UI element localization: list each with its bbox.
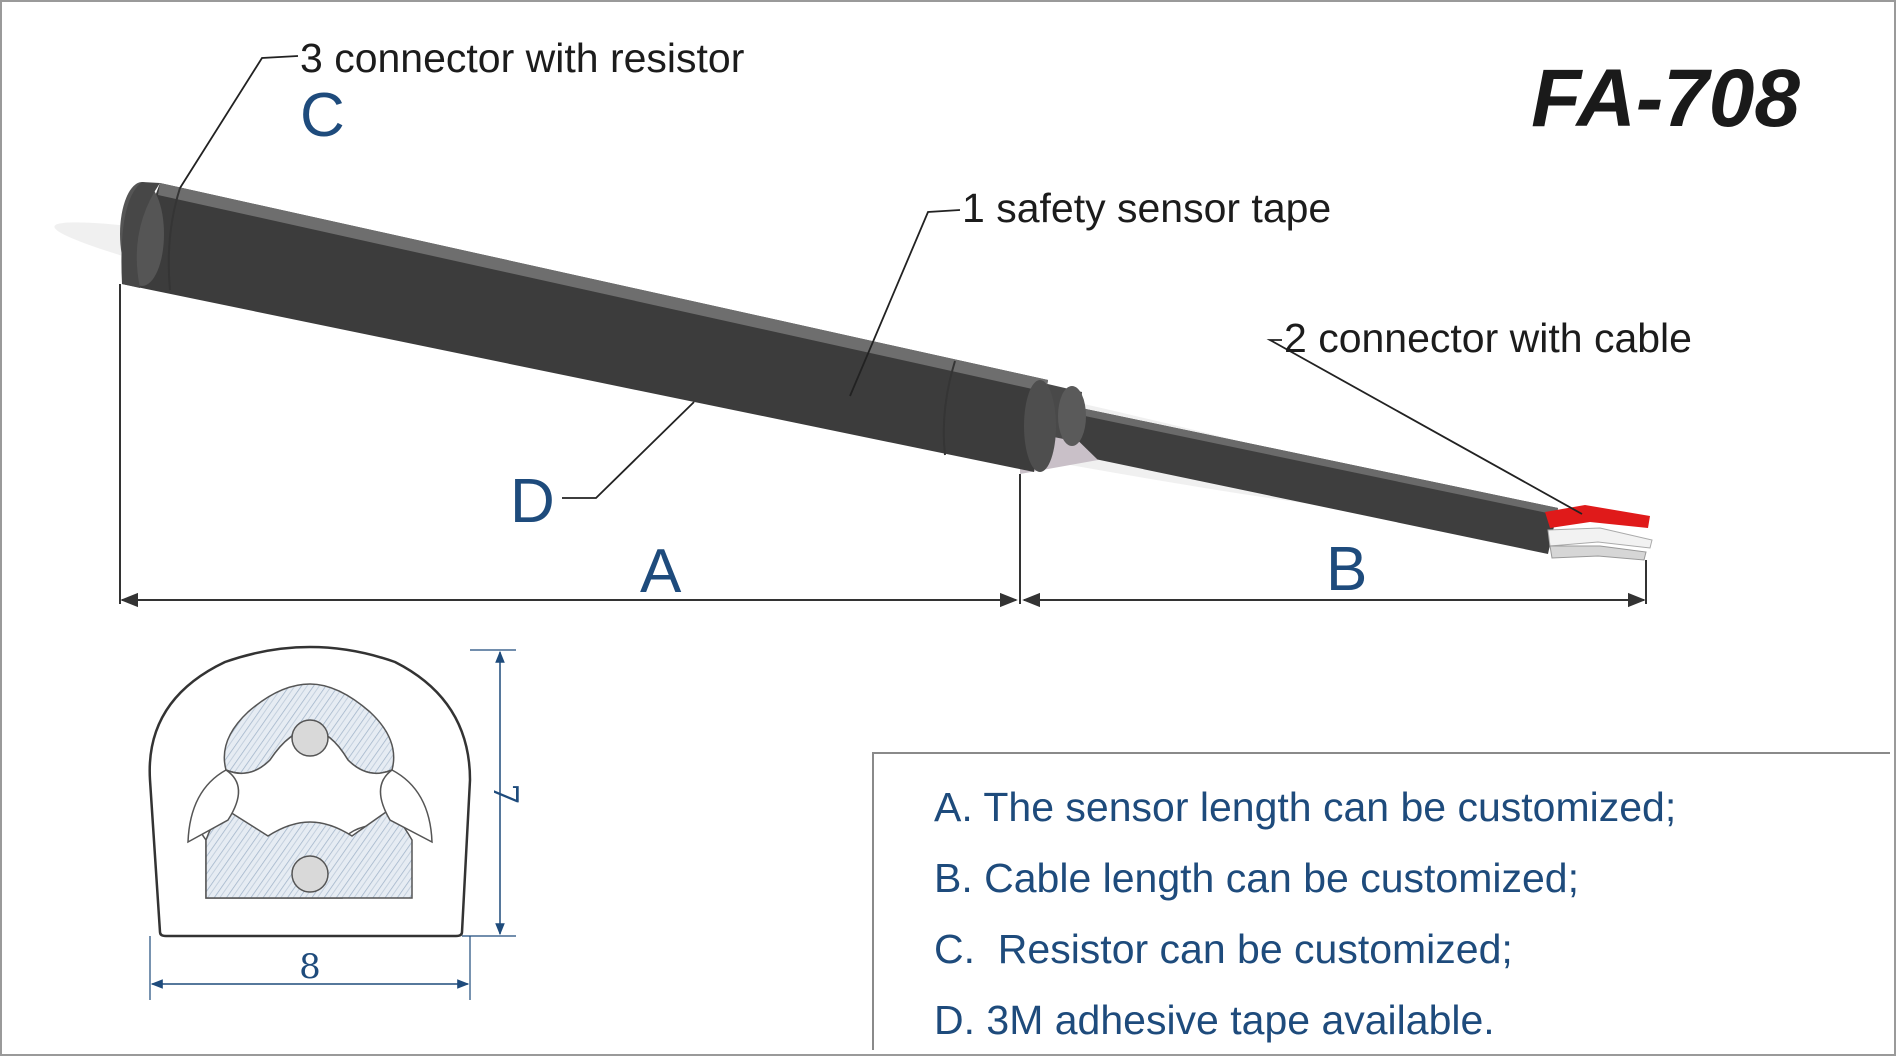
grey-wire	[1549, 545, 1647, 561]
leader-connector-resistor	[179, 55, 299, 189]
section-width-value: 8	[299, 947, 321, 987]
model-number: FA-708	[1531, 53, 1800, 144]
section-lower-wire	[291, 855, 329, 893]
note-cable-length: B. Cable length can be customized;	[934, 855, 1579, 901]
section-upper-wire	[291, 719, 329, 757]
leader-sensor-tape	[849, 209, 961, 397]
leader-adhesive-tape	[562, 401, 695, 499]
dimension-letter-b: B	[1326, 535, 1367, 604]
note-resistor: C. Resistor can be customized;	[934, 926, 1513, 972]
cable	[1052, 404, 1653, 561]
label-sensor-tape: 1 safety sensor tape	[962, 185, 1331, 231]
dimension-letter-a: A	[640, 537, 682, 606]
white-wire	[1547, 527, 1653, 549]
leader-connector-cable	[1266, 339, 1583, 515]
label-connector-cable: 2 connector with cable	[1284, 315, 1692, 361]
resistor-connector	[120, 182, 164, 288]
note-adhesive-tape: D. 3M adhesive tape available.	[934, 997, 1495, 1043]
sensor-tape-body	[122, 183, 1056, 472]
section-left-flap	[187, 769, 240, 844]
label-connector-resistor: 3 connector with resistor	[300, 35, 744, 81]
note-sensor-length: A. The sensor length can be customized;	[934, 784, 1677, 830]
dimension-letter-c: C	[300, 81, 345, 150]
dimension-letter-d: D	[510, 467, 555, 536]
cross-section	[148, 645, 472, 938]
red-wire	[1545, 505, 1650, 528]
section-height-value: 7	[485, 783, 525, 805]
section-right-flap	[379, 769, 433, 844]
notes-box: A. The sensor length can be customized; …	[872, 752, 1890, 1050]
